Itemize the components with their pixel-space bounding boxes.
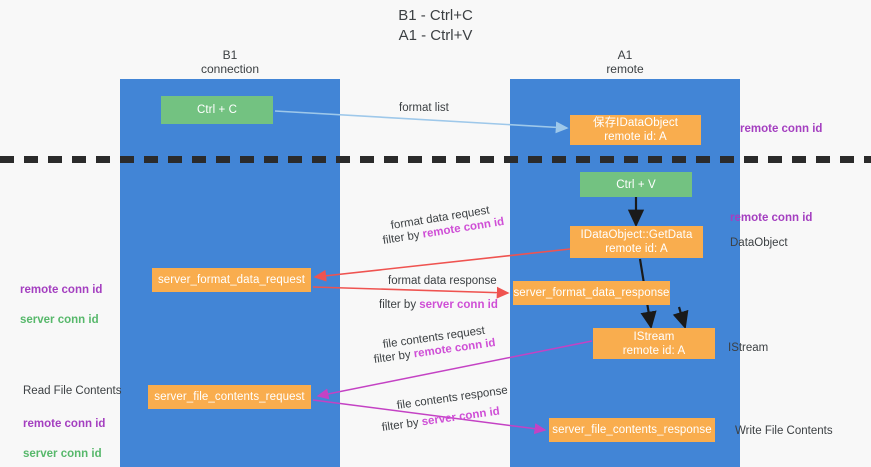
- node-server-format-data-request[interactable]: server_format_data_request: [152, 268, 311, 292]
- annotation-server-conn-id-left: server conn id: [20, 314, 99, 326]
- node-idataobject-subtitle: remote id: A: [604, 131, 667, 143]
- node-server-file-contents-response-label: server_file_contents_response: [552, 424, 712, 436]
- column-header-a1: A1 remote: [606, 48, 644, 76]
- filter-prefix: filter by: [381, 228, 424, 247]
- annotation-conn-id-pair-top: remote conn id server conn id: [20, 268, 102, 343]
- filter-prefix: filter by: [379, 299, 420, 311]
- node-server-format-data-response[interactable]: server_format_data_response: [513, 281, 670, 305]
- annotation-dataobject: DataObject: [730, 237, 788, 249]
- node-server-file-contents-response[interactable]: server_file_contents_response: [549, 418, 715, 442]
- node-server-format-data-response-label: server_format_data_response: [513, 287, 670, 299]
- node-istream[interactable]: IStream remote id: A: [593, 328, 715, 359]
- node-getdata-title: IDataObject::GetData: [580, 229, 693, 241]
- node-ctrl-v-label: Ctrl + V: [616, 178, 656, 191]
- annotation-conn-id-pair-bottom: remote conn id server conn id: [23, 402, 105, 467]
- filter-prefix: filter by: [381, 416, 423, 434]
- phase-separator: [0, 156, 871, 163]
- node-ctrl-v[interactable]: Ctrl + V: [580, 172, 692, 197]
- node-server-format-data-request-label: server_format_data_request: [157, 274, 306, 286]
- node-server-file-contents-request[interactable]: server_file_contents_request: [148, 385, 311, 409]
- annotation-remote-conn-id-left: remote conn id: [20, 284, 103, 296]
- edge-label-format-list: format list: [399, 102, 449, 114]
- node-istream-title: IStream: [633, 330, 675, 343]
- edge-label-format-data-response: format data response: [388, 275, 497, 287]
- annotation-server-conn-id-left-bottom: server conn id: [23, 448, 102, 460]
- page-title: B1 - Ctrl+C A1 - Ctrl+V: [398, 7, 473, 44]
- annotation-remote-conn-id-left-bottom: remote conn id: [23, 418, 106, 430]
- node-idataobject[interactable]: 保存IDataObject remote id: A: [570, 115, 701, 145]
- node-getdata-subtitle: remote id: A: [605, 243, 668, 255]
- column-header-b1: B1 connection: [200, 48, 260, 76]
- node-istream-subtitle: remote id: A: [622, 344, 686, 357]
- edge-label-format-data-response-filter: filter by server conn id: [379, 298, 498, 313]
- node-ctrl-c[interactable]: Ctrl + C: [161, 96, 273, 124]
- annotation-read-file-contents: Read File Contents: [23, 385, 122, 397]
- annotation-istream: IStream: [728, 342, 769, 354]
- node-idataobject-title: 保存IDataObject: [592, 117, 679, 129]
- node-server-file-contents-request-label: server_file_contents_request: [154, 391, 305, 403]
- annotation-remote-conn-id-top: remote conn id: [740, 123, 823, 135]
- annotation-write-file-contents: Write File Contents: [735, 425, 833, 437]
- filter-key-server-conn-id: server conn id: [419, 299, 498, 311]
- node-ctrl-c-label: Ctrl + C: [196, 104, 238, 116]
- node-getdata[interactable]: IDataObject::GetData remote id: A: [570, 226, 703, 258]
- filter-prefix: filter by: [373, 348, 415, 366]
- annotation-remote-conn-id-mid: remote conn id: [730, 212, 813, 224]
